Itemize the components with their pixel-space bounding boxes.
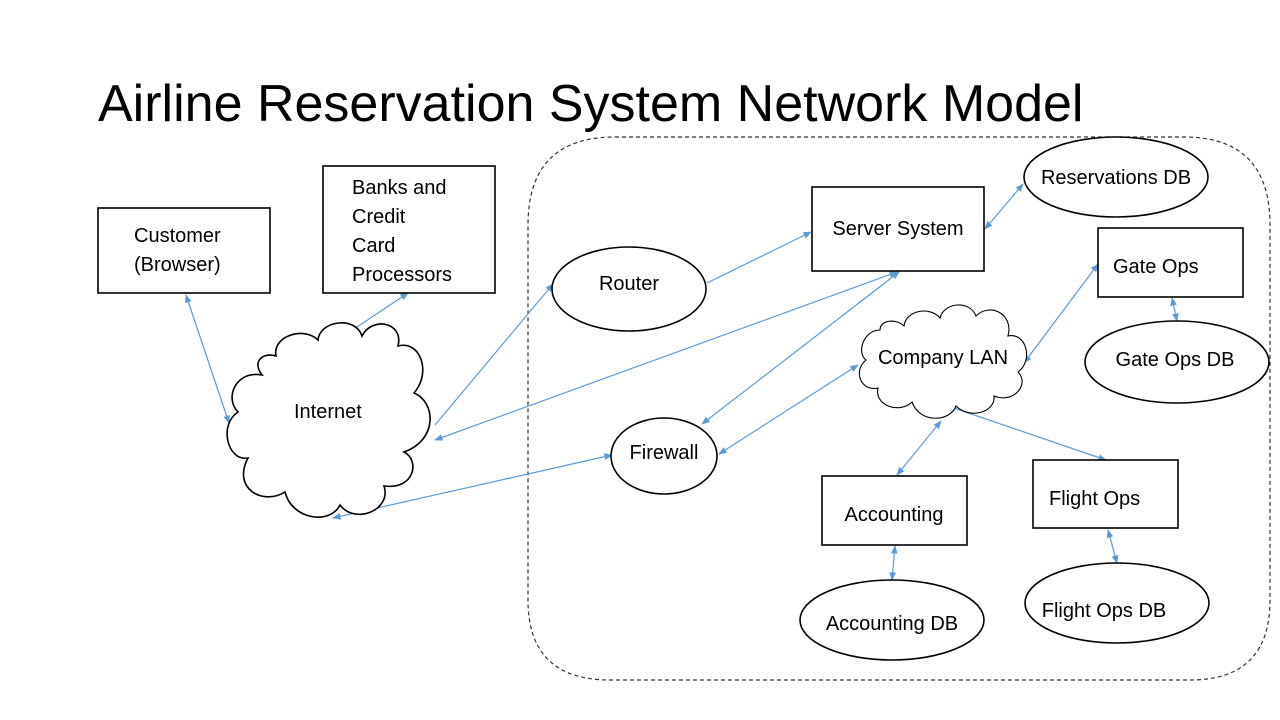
reservations-db-node[interactable]: Reservations DB	[1023, 136, 1209, 218]
accounting-label: Accounting	[845, 504, 944, 526]
internet-node[interactable]: Internet	[226, 322, 431, 518]
customer-node[interactable]: Customer (Browser)	[97, 207, 271, 294]
server-system-node[interactable]: Server System	[811, 186, 985, 272]
edge-router-server	[706, 231, 812, 284]
company-lan-label: Company LAN	[878, 347, 1008, 369]
gate-ops-db-node[interactable]: Gate Ops DB	[1084, 320, 1270, 404]
slide-title: Airline Reservation System Network Model	[98, 75, 1084, 133]
reservations-db-label: Reservations DB	[1041, 167, 1191, 189]
edge-gateops-gateopsdb	[1170, 297, 1179, 322]
firewall-node[interactable]: Firewall	[610, 417, 718, 495]
edge-accounting-accountingdb	[889, 545, 898, 581]
flight-ops-db-node[interactable]: Flight Ops DB	[1024, 562, 1210, 644]
edge-server-reservationsdb	[984, 183, 1024, 230]
server-system-label: Server System	[832, 218, 963, 240]
edge-lan-accounting	[896, 420, 942, 476]
company-lan-cloud-icon	[858, 304, 1028, 419]
customer-label-line1: Customer	[134, 225, 221, 247]
edge-lan-gateops	[1023, 263, 1099, 364]
internet-cloud-icon	[226, 322, 431, 518]
flight-ops-label: Flight Ops	[1049, 488, 1140, 510]
banks-label-line1: Banks and	[352, 177, 447, 199]
company-lan-node[interactable]: Company LAN	[858, 304, 1028, 419]
banks-label-line4: Processors	[352, 264, 452, 286]
firewall-label: Firewall	[630, 442, 699, 464]
internet-label: Internet	[294, 401, 362, 423]
accounting-db-node[interactable]: Accounting DB	[799, 579, 985, 661]
flight-ops-node[interactable]: Flight Ops	[1032, 459, 1179, 529]
accounting-db-label: Accounting DB	[826, 613, 958, 635]
flight-ops-db-label: Flight Ops DB	[1042, 600, 1166, 622]
edge-internet-firewall	[332, 453, 613, 520]
router-node[interactable]: Router	[551, 246, 707, 332]
edge-customer-internet	[185, 294, 230, 424]
edge-lan-flightops	[947, 405, 1107, 461]
edge-firewall-lan	[718, 364, 859, 455]
gate-ops-node[interactable]: Gate Ops	[1097, 227, 1244, 298]
edge-flightops-flightopsdb	[1106, 529, 1119, 564]
gate-ops-db-label: Gate Ops DB	[1116, 349, 1235, 371]
accounting-node[interactable]: Accounting	[821, 475, 968, 546]
customer-label-line2: (Browser)	[134, 254, 221, 276]
banks-label-line2: Credit	[352, 206, 406, 228]
internal-network-boundary	[527, 136, 1271, 681]
edges	[185, 183, 1179, 581]
router-label: Router	[599, 273, 659, 295]
banks-label-line3: Card	[352, 235, 395, 257]
gate-ops-label: Gate Ops	[1113, 256, 1199, 278]
banks-node[interactable]: Banks and Credit Card Processors	[322, 165, 496, 294]
